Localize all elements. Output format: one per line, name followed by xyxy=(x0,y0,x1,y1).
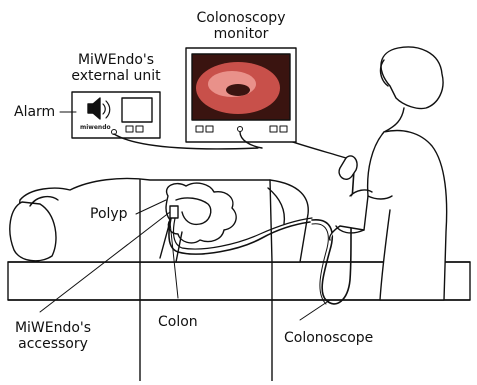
alarm-label: Alarm xyxy=(14,104,55,120)
polyp-label: Polyp xyxy=(90,206,128,222)
monitor-label: Colonoscopy monitor xyxy=(178,10,304,42)
accessory-label-line1: MiWEndo's xyxy=(8,320,98,336)
external-unit-label-line1: MiWEndo's xyxy=(62,52,170,68)
accessory-label: MiWEndo's accessory xyxy=(8,320,98,352)
monitor-label-line2: monitor xyxy=(178,26,304,42)
colonoscopy-monitor xyxy=(186,48,296,148)
external-unit-label: MiWEndo's external unit xyxy=(62,52,170,84)
external-unit-label-line2: external unit xyxy=(62,68,170,84)
accessory-label-line2: accessory xyxy=(8,336,98,352)
monitor-label-line1: Colonoscopy xyxy=(178,10,304,26)
colonoscope-label: Colonoscope xyxy=(284,330,373,346)
miwendo-brand: miwendo xyxy=(80,124,111,131)
colon-label: Colon xyxy=(158,314,198,330)
